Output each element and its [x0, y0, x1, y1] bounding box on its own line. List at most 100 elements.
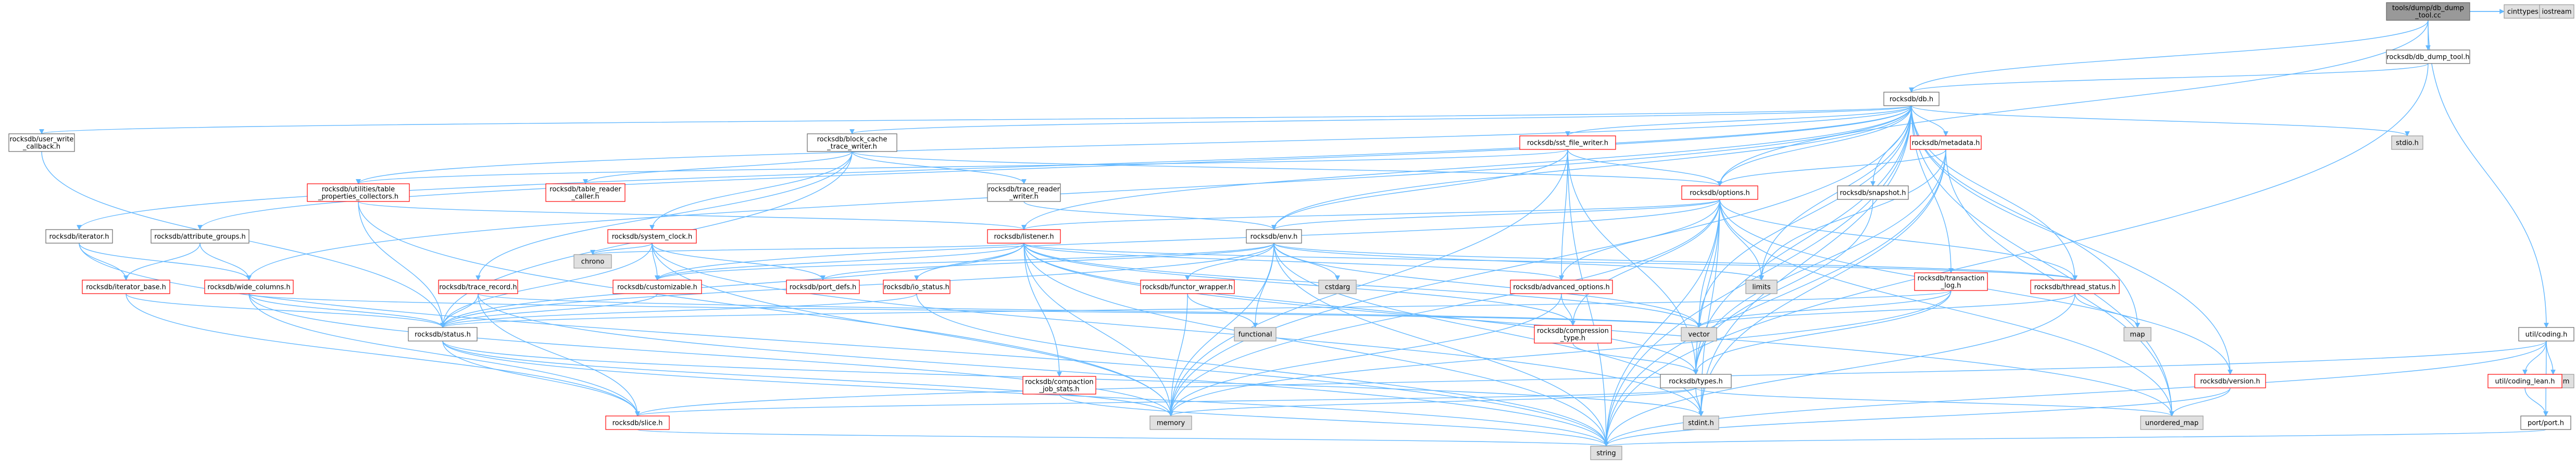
node-box	[2386, 2, 2470, 21]
node-user_write_callback[interactable]: rocksdb/user_write_callback.h	[8, 133, 75, 152]
node-map: map	[2123, 327, 2152, 342]
node-compression_type[interactable]: rocksdb/compression_type.h	[1534, 325, 1612, 344]
node-label: rocksdb/sst_file_writer.h	[1527, 140, 1608, 147]
node-label: _log.h	[1941, 282, 1961, 290]
node-label: rocksdb/types.h	[1669, 378, 1723, 386]
node-box	[408, 327, 478, 342]
edge-status-to-slice	[442, 340, 640, 416]
node-block_cache_trace[interactable]: rocksdb/block_cache_trace_writer.h	[807, 133, 897, 152]
node-label: memory	[1157, 420, 1185, 427]
node-vector: vector	[1681, 327, 1717, 342]
node-label: rocksdb/advanced_options.h	[1513, 284, 1610, 292]
node-wide_columns[interactable]: rocksdb/wide_columns.h	[204, 280, 294, 294]
node-chrono: chrono	[573, 254, 612, 269]
node-metadata[interactable]: rocksdb/metadata.h	[1910, 135, 1982, 150]
node-label: rocksdb/env.h	[1251, 233, 1298, 241]
edge-coding-to-coding_lean	[2522, 340, 2547, 375]
node-coding_lean[interactable]: util/coding_lean.h	[2487, 374, 2562, 388]
node-system_clock[interactable]: rocksdb/system_clock.h	[607, 229, 697, 244]
node-memory: memory	[1149, 415, 1192, 430]
node-iterator[interactable]: rocksdb/iterator.h	[45, 229, 113, 244]
node-box	[1318, 280, 1357, 294]
node-io_status[interactable]: rocksdb/io_status.h	[883, 280, 951, 294]
edge-coding-to-slice	[635, 340, 2547, 416]
node-snapshot[interactable]: rocksdb/snapshot.h	[1837, 185, 1909, 200]
node-box	[45, 229, 113, 244]
edge-system_clock-to-port_defs	[652, 243, 826, 281]
edge-db-to-memory	[1168, 105, 1912, 416]
edge-db-to-limits	[1759, 105, 1912, 281]
node-iterator_base[interactable]: rocksdb/iterator_base.h	[82, 280, 170, 294]
node-status[interactable]: rocksdb/status.h	[408, 327, 478, 342]
node-advanced_options[interactable]: rocksdb/advanced_options.h	[1510, 280, 1613, 294]
edge-wide_columns-to-vector	[248, 293, 1702, 328]
node-slice[interactable]: rocksdb/slice.h	[605, 415, 670, 430]
node-version[interactable]: rocksdb/version.h	[2194, 374, 2266, 388]
node-label: rocksdb/metadata.h	[1912, 140, 1980, 147]
node-label: rocksdb/snapshot.h	[1840, 190, 1906, 197]
node-sst_file_writer[interactable]: rocksdb/sst_file_writer.h	[1519, 135, 1616, 150]
node-listener[interactable]: rocksdb/listener.h	[987, 229, 1061, 244]
node-trace_record[interactable]: rocksdb/trace_record.h	[438, 280, 518, 294]
node-box	[2520, 415, 2571, 430]
node-label: rocksdb/port_defs.h	[790, 284, 856, 292]
node-types[interactable]: rocksdb/types.h	[1660, 374, 1732, 388]
edge-trace_record-to-status	[440, 293, 479, 328]
node-db[interactable]: rocksdb/db.h	[1883, 92, 1940, 106]
node-limits: limits	[1745, 280, 1778, 294]
node-options[interactable]: rocksdb/options.h	[1681, 185, 1758, 200]
node-env[interactable]: rocksdb/env.h	[1246, 229, 1302, 244]
node-box	[807, 133, 897, 152]
node-port[interactable]: port/port.h	[2520, 415, 2571, 430]
node-unordered_map: unordered_map	[2140, 415, 2204, 430]
node-coding[interactable]: util/coding.h	[2518, 327, 2574, 342]
edge-iterator-to-iterator_base	[79, 243, 129, 281]
node-label: cstdarg	[1325, 284, 1350, 292]
edge-function_wrapper-to-functional	[1187, 293, 1258, 328]
edge-compaction_job_stats-to-string	[1059, 394, 1609, 447]
node-label: rocksdb/io_status.h	[884, 284, 949, 292]
node-db_dump_tool[interactable]: rocksdb/db_dump_tool.h	[2386, 49, 2470, 64]
edge-env-to-port_defs	[820, 243, 1274, 281]
edge-listener-to-compression_type	[1023, 243, 1575, 326]
edge-db-to-stdio	[1911, 105, 2410, 136]
edge-listener-to-memory	[1023, 243, 1173, 416]
node-box	[2030, 280, 2120, 294]
edge-sst_file_writer-to-string	[1567, 149, 1609, 447]
edge-compression_type-to-types	[1572, 343, 1698, 375]
node-box	[2386, 49, 2470, 64]
edge-listener-to-customizable	[655, 243, 1024, 281]
edge-transaction_log-to-memory	[1168, 290, 1952, 416]
edge-db-to-listener	[1021, 105, 1912, 230]
node-box	[2391, 135, 2423, 150]
node-customizable[interactable]: rocksdb/customizable.h	[612, 280, 702, 294]
edge-db-to-sst_file_writer	[1565, 105, 1912, 136]
node-label: rocksdb/functor_wrapper.h	[1142, 284, 1232, 292]
edge-table_properties_collectors-to-listener	[358, 201, 1027, 230]
edge-db-to-transaction_log	[1911, 105, 1954, 273]
node-box	[1149, 415, 1192, 430]
node-table_properties_collectors[interactable]: rocksdb/utilities/table_properties_colle…	[307, 183, 410, 202]
node-attribute_groups[interactable]: rocksdb/attribute_groups.h	[151, 229, 249, 244]
node-label: unordered_map	[2145, 420, 2199, 427]
node-port_defs[interactable]: rocksdb/port_defs.h	[786, 280, 860, 294]
node-trace_reader_writer[interactable]: rocksdb/trace_reader_writer.h	[987, 183, 1061, 202]
node-function_wrapper[interactable]: rocksdb/functor_wrapper.h	[1140, 280, 1235, 294]
edge-db_dump_tool-to-db	[1909, 63, 2429, 93]
node-label: _job_stats.h	[1039, 386, 1080, 394]
node-compaction_job_stats[interactable]: rocksdb/compaction_job_stats.h	[1022, 376, 1096, 395]
node-transaction_log[interactable]: rocksdb/transaction_log.h	[1914, 272, 1988, 291]
node-table_reader_caller[interactable]: rocksdb/table_reader_caller.h	[545, 183, 626, 202]
node-root[interactable]: tools/dump/db_dump_tool.cc	[2386, 2, 2470, 21]
edge-block_cache_trace-to-trace_record	[476, 151, 853, 281]
node-thread_status[interactable]: rocksdb/thread_status.h	[2030, 280, 2120, 294]
node-box	[1246, 229, 1302, 244]
edge-iterator_base-to-slice	[126, 293, 640, 416]
node-label: rocksdb/iterator_base.h	[86, 284, 166, 292]
node-label: rocksdb/customizable.h	[617, 284, 697, 292]
edge-function_wrapper-to-memory	[1168, 293, 1188, 416]
edge-env-to-limits	[1273, 243, 1764, 281]
edge-iterator_base-to-status	[126, 293, 445, 328]
edge-trace_record-to-string	[478, 293, 1609, 447]
edge-db-to-env	[1271, 105, 1912, 230]
